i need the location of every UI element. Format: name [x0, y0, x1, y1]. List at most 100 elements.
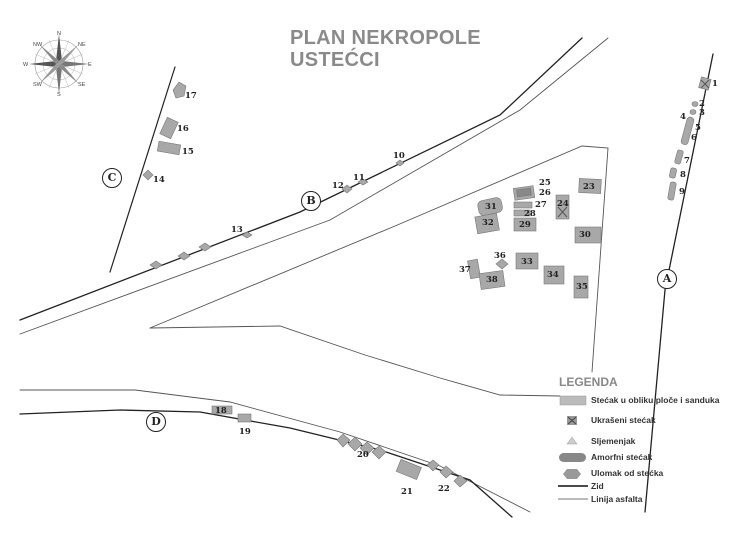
stecak-label-2: 2 [699, 99, 705, 109]
stecak-27 [513, 201, 533, 209]
stecak-label-10: 10 [393, 151, 405, 161]
stecak-20-c [359, 441, 375, 456]
stecak-7 [674, 149, 684, 165]
legend-title: LEGENDA [559, 375, 618, 389]
stecak-label-1: 1 [712, 79, 718, 89]
stecak-30 [574, 226, 602, 244]
stecak-label-5: 5 [695, 123, 701, 133]
stecak-label-31: 31 [485, 202, 497, 212]
stecak-32 [474, 212, 500, 235]
stecak-label-19: 19 [239, 427, 251, 437]
stecak-15 [156, 140, 182, 156]
stecak-label-11: 11 [353, 173, 365, 183]
stecak-label-12: 12 [332, 181, 344, 191]
stecak-4-5-6 [680, 116, 695, 145]
stecak-22-a [426, 459, 440, 472]
legend-item-fragment: Ulomak od stećka [591, 468, 664, 478]
stecak-label-26: 26 [539, 188, 551, 198]
compass-e: E [88, 62, 92, 68]
stecak-label-38: 38 [486, 275, 498, 285]
legend-item-wall: Zid [591, 481, 604, 491]
legend-item-gable: Sljemenjak [591, 436, 636, 446]
stecak-33 [515, 252, 539, 270]
zone-marker-b: B [301, 191, 321, 211]
zone-marker-d: D [146, 412, 166, 432]
stecak-label-8: 8 [680, 170, 686, 180]
compass-n: N [57, 31, 61, 37]
gable-stecak-icon [566, 436, 578, 445]
compass-ne: NE [78, 42, 86, 48]
stecak-18 [211, 405, 233, 415]
stecak-2 [691, 101, 699, 107]
stecak-17 [172, 81, 187, 99]
fragment-a [198, 242, 212, 252]
stecak-37 [467, 258, 481, 280]
zone-marker-c: C [102, 168, 122, 188]
stecak-label-14: 14 [153, 175, 165, 185]
stecak-22-c [453, 474, 468, 488]
stecak-label-22: 22 [438, 484, 450, 494]
stecak-9 [667, 181, 677, 201]
stecak-28 [513, 209, 531, 217]
stecak-label-13: 13 [231, 225, 243, 235]
stecak-16 [159, 116, 179, 140]
stecak-3 [689, 109, 697, 115]
map-title-line2: USTEĆCI [290, 49, 380, 71]
compass-w: W [23, 62, 29, 68]
stecak-label-4: 4 [680, 112, 686, 122]
compass-se: SE [78, 82, 86, 88]
stecak-label-3: 3 [699, 108, 705, 118]
legend-item-amorphous: Amorfni stećak [591, 452, 653, 462]
stecak-label-33: 33 [521, 257, 533, 267]
stecak-label-24: 24 [557, 199, 569, 209]
stecak-label-17: 17 [185, 91, 197, 101]
stecak-label-29: 29 [519, 220, 531, 230]
stecak-23 [578, 178, 602, 194]
stecak-label-9: 9 [679, 187, 685, 197]
stecak-35 [573, 275, 589, 299]
zone-marker-a: A [657, 269, 677, 289]
stecak-24-decoration [557, 206, 568, 218]
stecak-38 [478, 270, 506, 290]
fragment-icon [563, 469, 581, 479]
map-title-line1: PLAN NEKROPOLE [290, 27, 481, 49]
stecak-label-6: 6 [691, 133, 697, 143]
stecak-label-16: 16 [177, 124, 189, 134]
stecak-21 [395, 458, 422, 481]
stecak-label-36: 36 [494, 251, 506, 261]
slab-chest-icon [559, 395, 587, 406]
stecak-20-b [347, 436, 363, 452]
amorphous-stecak-icon [559, 453, 586, 462]
decorated-stecak-icon [567, 416, 577, 425]
stecak-label-15: 15 [182, 147, 194, 157]
stecak-label-30: 30 [579, 230, 591, 240]
stecak-label-28: 28 [524, 209, 536, 219]
fragment-c [149, 260, 163, 270]
legend-item-decorated: Ukrašeni stećak [591, 415, 656, 425]
stecak-label-27: 27 [535, 200, 547, 210]
stecak-label-7: 7 [684, 156, 690, 166]
stecak-26-inner [516, 187, 532, 198]
stecak-13 [241, 231, 253, 239]
stecak-34 [543, 265, 565, 285]
stecak-20-d [371, 445, 387, 460]
stecak-label-20: 20 [357, 450, 369, 460]
fragment-b [177, 251, 191, 261]
stecak-29 [513, 217, 537, 232]
stecci [142, 76, 712, 488]
stecak-14 [142, 169, 154, 181]
stecak-36 [495, 258, 509, 270]
stecak-12 [341, 184, 353, 194]
stecak-label-35: 35 [576, 282, 588, 292]
stecak-label-34: 34 [547, 270, 559, 280]
stecak-20-a [336, 433, 351, 448]
stecak-label-37: 37 [459, 265, 471, 275]
legend-item-asphalt: Linija asfalta [591, 494, 643, 504]
stecak-label-21: 21 [401, 487, 413, 497]
compass-sw: SW [33, 82, 42, 88]
stecak-1-decoration [700, 79, 710, 89]
legend-item-slab: Stećak u obliku ploče i sanduka [591, 395, 720, 405]
compass-rose-icon [29, 34, 89, 94]
stecak-label-23: 23 [583, 182, 595, 192]
stecak-19 [237, 413, 252, 423]
